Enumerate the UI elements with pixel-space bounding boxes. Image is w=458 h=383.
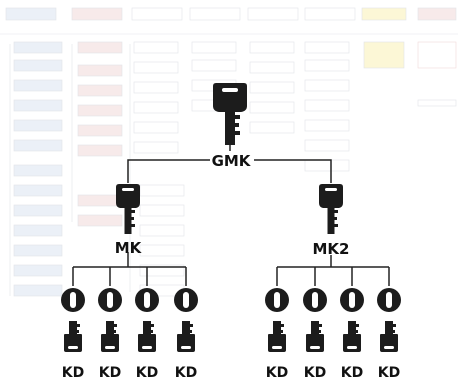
small-key-icon [64,321,82,352]
master-label-mk: MK [115,239,143,257]
grand-master-key-icon [213,83,247,145]
lock-cylinder-icon [265,288,289,312]
change-key-labels: KD KD KD KD KD KD KD KD [62,365,400,381]
tree-connectors [72,140,390,286]
lock-cylinder-icon [135,288,159,312]
kd-label: KD [175,365,197,381]
kd-label: KD [99,365,121,381]
lock-cylinder-icon [340,288,364,312]
small-key-icon [343,321,361,352]
kd-label: KD [341,365,363,381]
lock-cylinder-icon [377,288,401,312]
lock-cylinder-icon [303,288,327,312]
kd-label: KD [304,365,326,381]
lock-cylinder-icon [174,288,198,312]
small-key-icon [268,321,286,352]
kd-label: KD [136,365,158,381]
kd-label: KD [266,365,288,381]
master-key-icon-mk [116,184,140,234]
small-key-icon [177,321,195,352]
small-key-icon [306,321,324,352]
small-key-icon [380,321,398,352]
master-key-icon-mk2 [319,184,343,234]
grand-master-label: GMK [212,152,252,170]
kd-label: KD [378,365,400,381]
lock-cylinder-icon [98,288,122,312]
change-keys [64,321,398,352]
lock-cylinders [61,288,401,312]
kd-label: KD [62,365,84,381]
small-key-icon [101,321,119,352]
master-label-mk2: MK2 [313,240,350,258]
lock-cylinder-icon [61,288,85,312]
small-key-icon [138,321,156,352]
